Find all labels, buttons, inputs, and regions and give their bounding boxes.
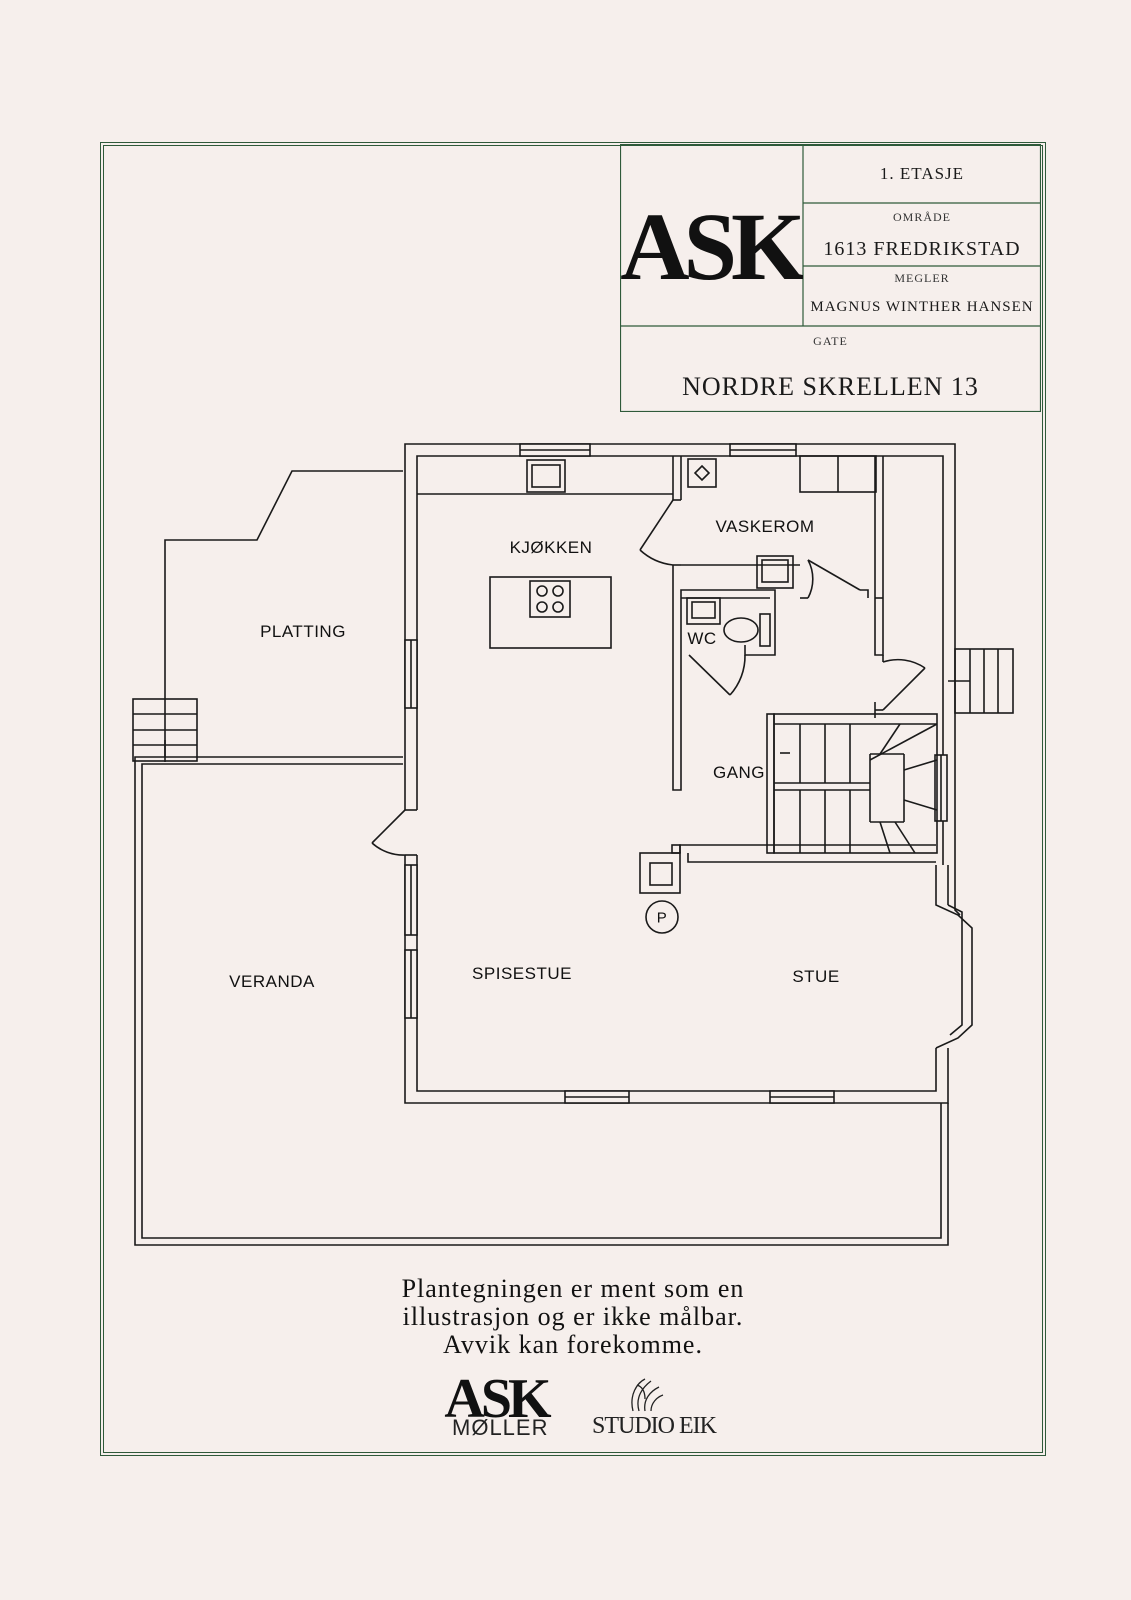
hall-door <box>874 655 926 718</box>
street-label: GATE <box>813 334 848 348</box>
vaskerom-walls <box>639 455 884 791</box>
agent-label: MEGLER <box>894 271 950 285</box>
area-label: OMRÅDE <box>892 210 951 224</box>
kitchen-counter <box>417 459 673 495</box>
wc-fixtures <box>686 597 771 696</box>
room-label-gang: GANG <box>712 763 766 782</box>
kitchen-island <box>489 576 612 649</box>
agent-value: MAGNUS WINTHER HANSEN <box>810 299 1034 315</box>
room-label-stue: STUE <box>792 967 840 986</box>
disclaimer-line-3: Avvik kan forekomme. <box>443 1330 703 1359</box>
studio-eik-icon <box>631 1378 664 1412</box>
page-border <box>100 142 1046 1456</box>
room-label-kjokken: KJØKKEN <box>509 538 593 557</box>
veranda-door <box>371 809 406 856</box>
ask-logo: ASK <box>620 193 803 300</box>
veranda-deck <box>134 756 949 1246</box>
ask-moller-subtitle: MØLLER <box>452 1415 549 1440</box>
title-block-grid <box>620 144 1041 412</box>
exterior-walls <box>404 443 961 1104</box>
pillar-label: P <box>656 909 668 927</box>
room-label-vaskerom: VASKEROM <box>715 517 815 536</box>
title-block: ASK 1. ETASJE OMRÅDE 1613 FREDRIKSTAD ME… <box>620 144 1041 412</box>
ask-moller-logo-text: ASK <box>444 1368 552 1425</box>
bay-window <box>935 865 973 1049</box>
pillar-marker <box>645 900 679 934</box>
living-divider <box>639 844 936 894</box>
right-stairs <box>948 648 1014 714</box>
floor-label: 1. ETASJE <box>879 164 965 183</box>
veranda-stairs <box>132 698 198 762</box>
room-label-platting: PLATTING <box>260 622 346 641</box>
ask-logo-text: ASK <box>620 193 803 300</box>
room-label-spisestue: SPISESTUE <box>472 964 572 983</box>
street-value: NORDRE SKRELLEN 13 <box>682 372 979 401</box>
room-label-veranda: VERANDA <box>229 972 315 991</box>
ask-moller-logo: ASK <box>444 1368 556 1425</box>
platting-deck <box>164 470 403 757</box>
area-value: 1613 FREDRIKSTAD <box>823 238 1021 260</box>
internal-staircase <box>766 713 938 854</box>
studio-eik-subtitle: STUDIO EIK <box>592 1413 717 1439</box>
disclaimer: Plantegningen er ment som en illustrasjo… <box>300 1275 846 1359</box>
room-label-wc: WC <box>687 629 717 648</box>
disclaimer-line-1: Plantegningen er ment som en <box>401 1274 745 1303</box>
disclaimer-line-2: illustrasjon og er ikke målbar. <box>402 1302 744 1331</box>
